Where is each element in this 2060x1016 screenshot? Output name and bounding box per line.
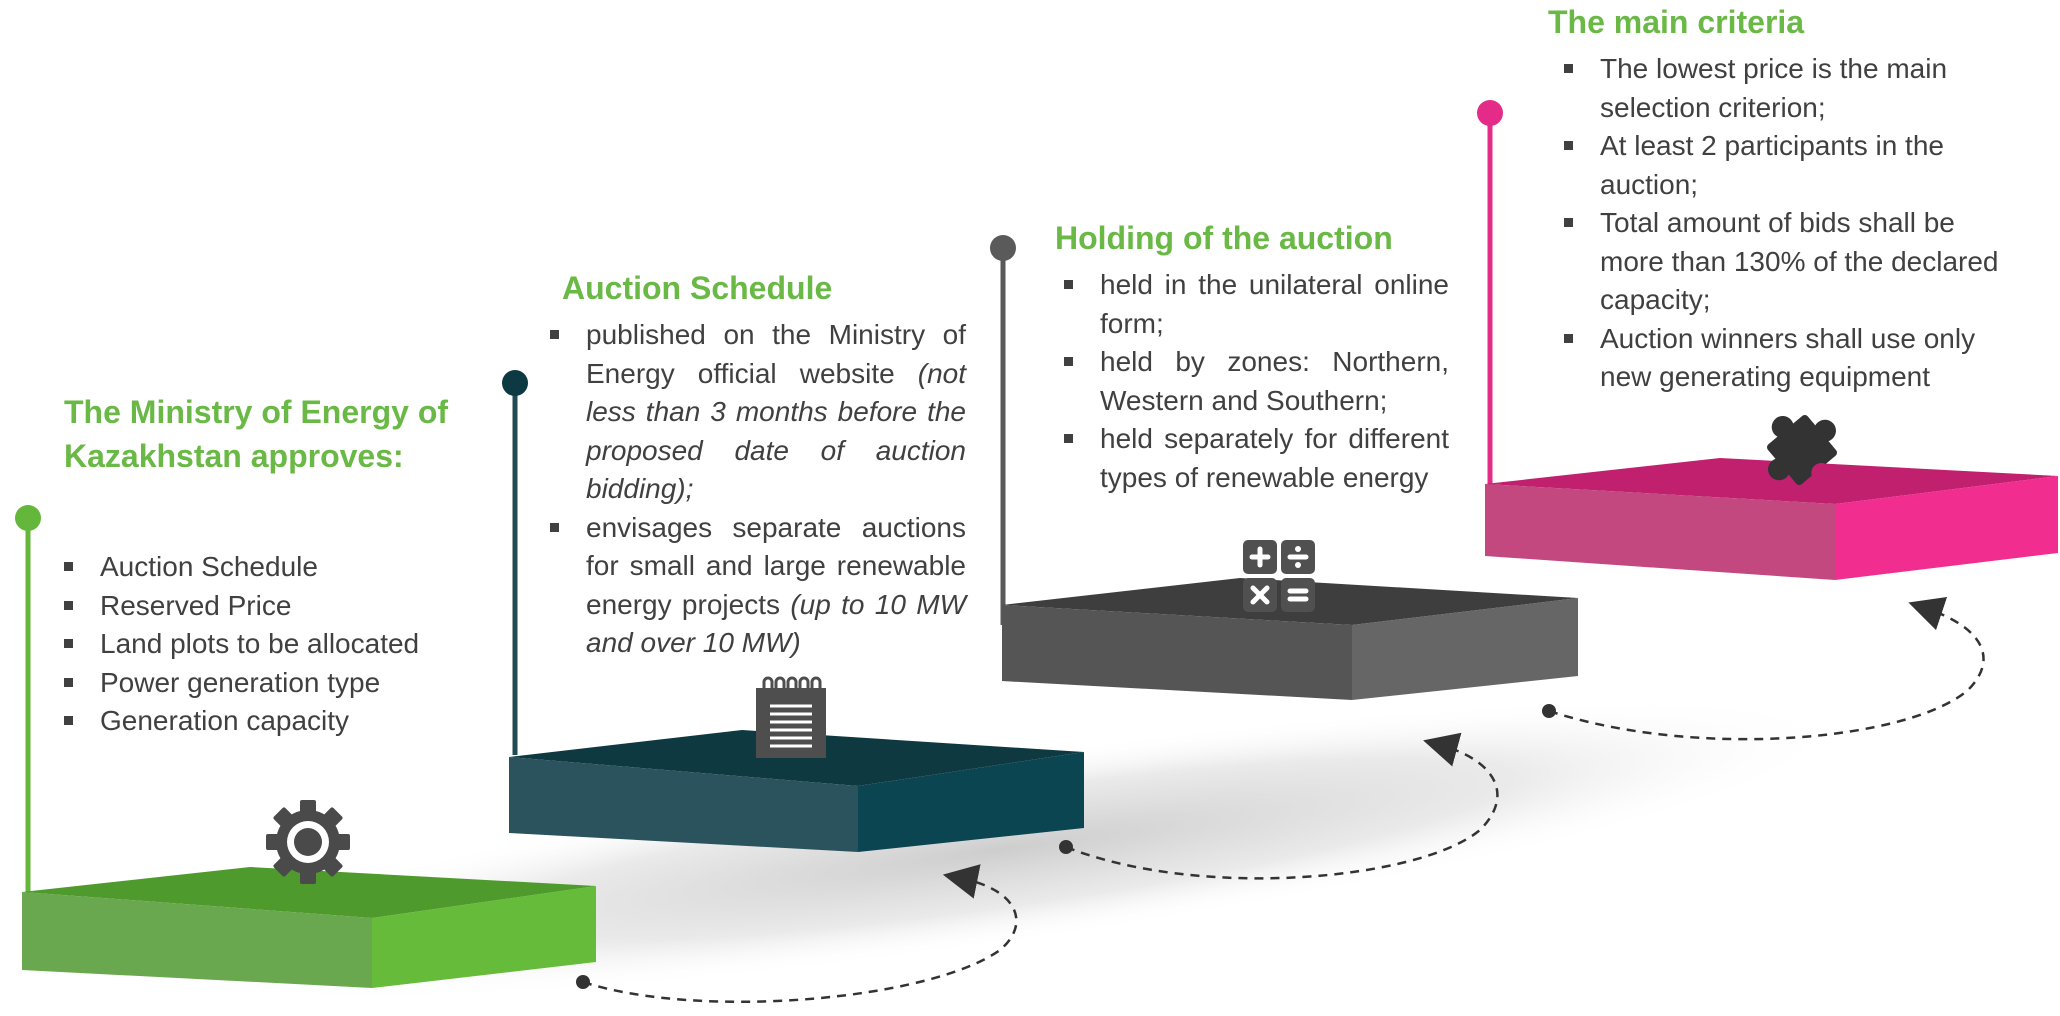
step-1-text: The Ministry of Energy of Kazakhstan app… [64, 390, 484, 478]
list-item-text: envisages separate auctions for small an… [586, 511, 966, 620]
list-item: held by zones: Northern, Western and Sou… [1064, 343, 1449, 420]
step-2-platform-left [509, 757, 858, 852]
step-3-pin-head [990, 235, 1016, 261]
list-item: Auction winners shall use only new gener… [1564, 320, 2024, 397]
step-2-platform-right [858, 752, 1084, 852]
notepad-icon [756, 676, 826, 758]
step-2-pin-head [502, 370, 528, 396]
step-4-title: The main criteria [1548, 4, 1805, 40]
calculator-icon [1243, 540, 1315, 612]
step-1-platform [15, 505, 596, 988]
list-item: The lowest price is the main selection c… [1564, 50, 2024, 127]
step-1-list-container: Auction Schedule Reserved Price Land plo… [64, 548, 504, 741]
step-3-text: Holding of the auction held in the unila… [1055, 216, 1450, 497]
list-item: Power generation type [64, 664, 504, 703]
step-1-list: Auction Schedule Reserved Price Land plo… [64, 548, 504, 741]
list-item: held in the unilateral online form; [1064, 266, 1449, 343]
step-3-list: held in the unilateral online form; held… [1064, 266, 1449, 497]
step-2-title: Auction Schedule [562, 270, 833, 306]
step-4-platform-right [1835, 476, 2058, 580]
gear-icon [266, 800, 350, 884]
list-item-note: (not less than 3 months before the propo… [586, 357, 966, 505]
list-item-text: published on the Ministry of Energy offi… [586, 319, 966, 389]
list-item-note: (up to 10 MW and over 10 MW) [586, 588, 966, 659]
list-item: envisages separate auctions for small an… [550, 509, 966, 663]
list-item: held separately for different types of r… [1064, 420, 1449, 497]
step-4-list: The lowest price is the main selection c… [1564, 50, 2024, 397]
connector-arrow-2-3 [1059, 732, 1499, 880]
step-3-title: Holding of the auction [1055, 220, 1393, 256]
step-2-text: Auction Schedule published on the Minist… [550, 266, 970, 663]
list-item: Reserved Price [64, 587, 504, 626]
list-item: At least 2 participants in the auction; [1564, 127, 2024, 204]
step-1-platform-top [22, 867, 596, 918]
step-2-list: published on the Ministry of Energy offi… [550, 316, 966, 663]
step-1-platform-left [22, 892, 372, 988]
step-4-platform-left [1485, 484, 1835, 580]
list-item: Generation capacity [64, 702, 504, 741]
step-4-text: The main criteria The lowest price is th… [1548, 0, 2028, 397]
step-4-platform-top [1485, 458, 2058, 504]
puzzle-piece-icon [1767, 415, 1837, 485]
step-3-platform-right [1352, 598, 1578, 700]
step-1-platform-right [372, 886, 596, 988]
connector-arrow-1-2 [576, 864, 1018, 1003]
connector-arrow-3-4 [1542, 596, 1985, 741]
step-3-platform-left [1002, 605, 1352, 700]
step-1-title: The Ministry of Energy of Kazakhstan app… [64, 394, 449, 474]
list-item: published on the Ministry of Energy offi… [550, 316, 966, 509]
list-item: Land plots to be allocated [64, 625, 504, 664]
step-4-pin-head [1477, 100, 1503, 126]
list-item: Total amount of bids shall be more than … [1564, 204, 2024, 320]
step-4-platform [1477, 100, 2058, 580]
step-1-pin-head [15, 505, 41, 531]
list-item: Auction Schedule [64, 548, 504, 587]
